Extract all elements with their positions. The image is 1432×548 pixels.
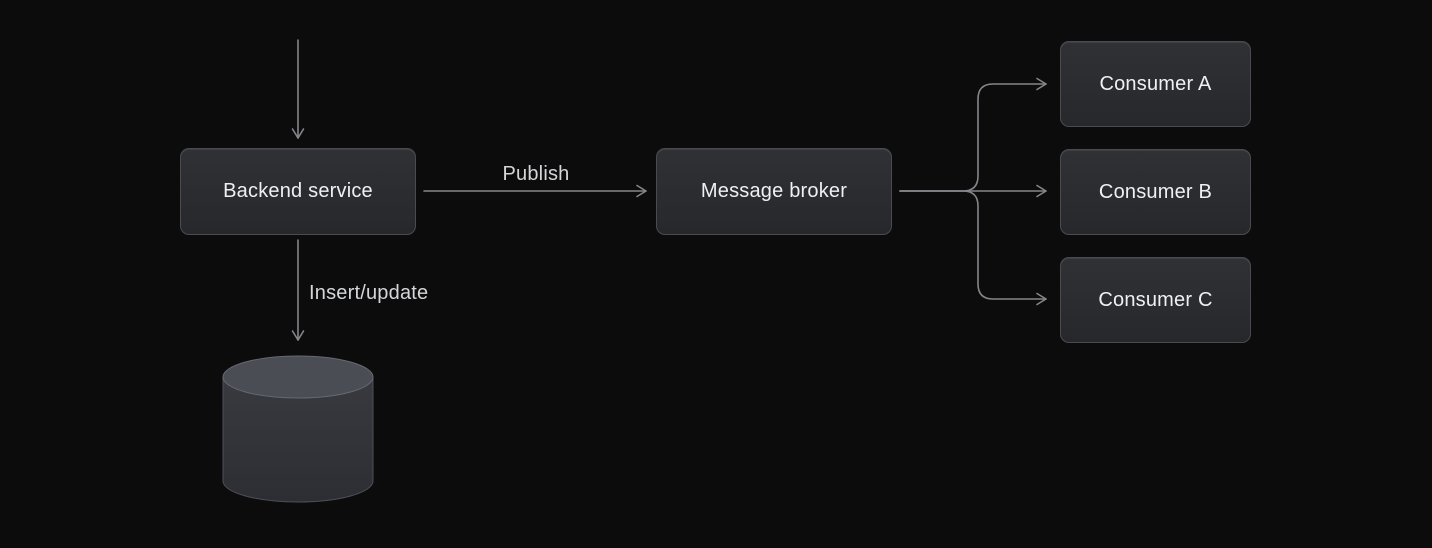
node-consumer-b: Consumer B [1060, 149, 1251, 235]
edge-publish-label: Publish [502, 163, 570, 185]
node-consumer-b-label: Consumer B [1098, 180, 1213, 203]
node-message-broker: Message broker [656, 148, 892, 235]
edge-insert-update-label: Insert/update [309, 282, 429, 304]
node-backend-service: Backend service [180, 148, 416, 235]
node-consumer-c-label: Consumer C [1098, 288, 1213, 311]
edge-broker-to-consumer-c-arrow [899, 190, 1047, 306]
node-consumer-a: Consumer A [1060, 41, 1251, 127]
node-consumer-a-label: Consumer A [1099, 72, 1212, 95]
database-cylinder-icon [222, 355, 374, 503]
node-message-broker-label: Message broker [700, 180, 848, 202]
node-backend-service-label: Backend service [223, 180, 373, 202]
node-consumer-c: Consumer C [1060, 257, 1251, 343]
edge-broker-to-consumer-a-arrow [899, 77, 1047, 192]
